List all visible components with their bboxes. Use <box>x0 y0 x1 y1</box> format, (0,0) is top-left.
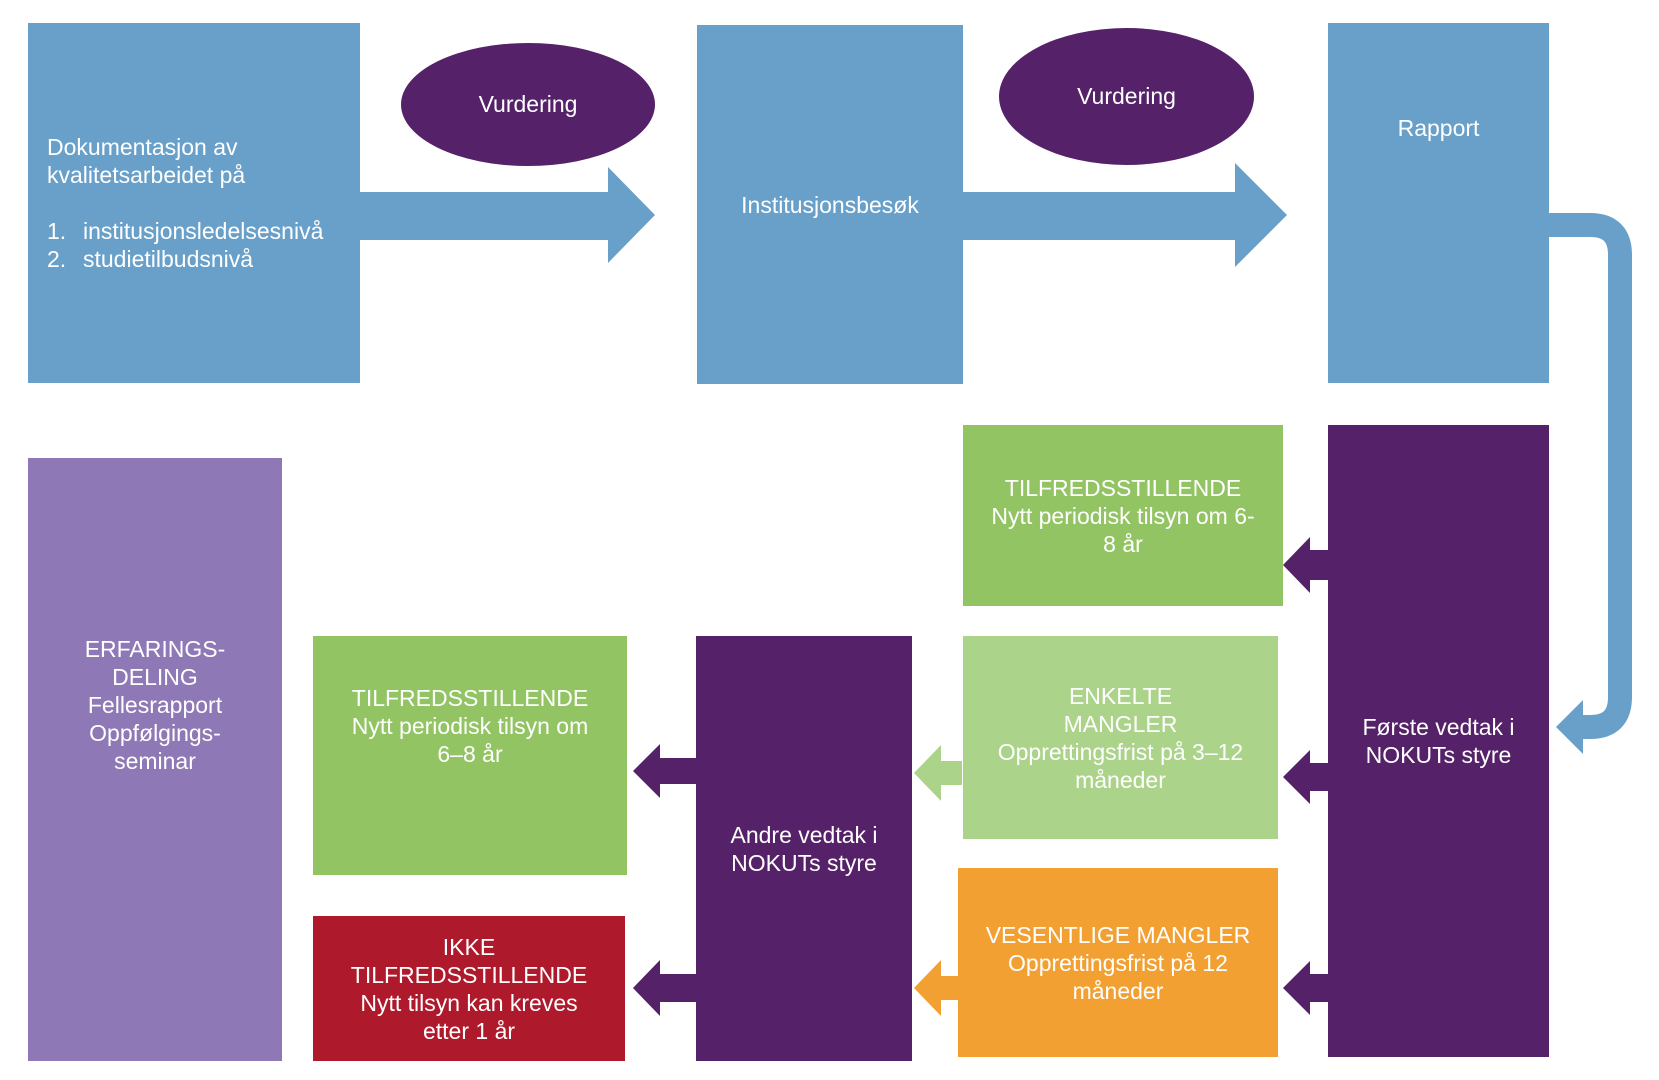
first-decision-line2: NOKUTs styre <box>1365 742 1512 768</box>
experience-line: seminar <box>114 747 196 774</box>
outcome-text: 8 år <box>1103 530 1143 557</box>
outcome-text: Nytt periodisk tilsyn om <box>351 712 589 739</box>
outcome-text: Nytt tilsyn kan kreves <box>360 989 578 1016</box>
documentation-line1: Dokumentasjon av <box>47 134 238 160</box>
outcome-title: TILFREDSSTILLENDE <box>1004 474 1242 501</box>
report-label: Rapport <box>1397 115 1480 141</box>
documentation-list-item: 2. studietilbudsnivå <box>47 245 323 273</box>
experience-line: DELING <box>112 663 198 690</box>
documentation-box: Dokumentasjon av kvalitetsarbeidet på 1.… <box>28 23 360 383</box>
list-item-number: 2. <box>47 246 67 272</box>
report-box: Rapport <box>1328 23 1549 383</box>
first-outcome-satisfactory: TILFREDSSTILLENDE Nytt periodisk tilsyn … <box>963 425 1283 606</box>
assessment-ellipse-1: Vurdering <box>401 43 655 166</box>
assessment-ellipse-2: Vurdering <box>999 28 1254 165</box>
documentation-line2: kvalitetsarbeidet på <box>47 162 246 188</box>
arrow-first-to-significant <box>1283 961 1328 1015</box>
arrow-report-to-first-decision-head <box>1556 700 1583 754</box>
outcome-title: IKKE <box>442 933 496 960</box>
experience-line: Fellesrapport <box>87 691 223 718</box>
first-outcome-significant-deficiencies: VESENTLIGE MANGLER Opprettingsfrist på 1… <box>958 868 1278 1057</box>
outcome-text: måneder <box>1075 766 1166 793</box>
arrow-second-to-not-satisfactory <box>633 960 696 1016</box>
list-item-text: studietilbudsnivå <box>83 246 254 272</box>
arrow-first-to-satisfactory <box>1283 537 1328 593</box>
first-outcome-some-deficiencies: ENKELTE MANGLER Opprettingsfrist på 3–12… <box>963 636 1278 839</box>
second-decision-line2: NOKUTs styre <box>731 849 877 876</box>
arrow-documentation-to-visit <box>360 167 655 263</box>
outcome-text: Opprettingsfrist på 3–12 <box>997 738 1244 765</box>
first-decision-line1: Første vedtak i <box>1362 714 1515 740</box>
outcome-text: måneder <box>1072 977 1164 1004</box>
arrow-visit-to-report <box>963 163 1287 267</box>
arrow-first-to-some-deficiencies <box>1283 750 1328 804</box>
documentation-list-item: 1. institusjonsledelsesnivå <box>47 217 323 245</box>
second-decision-line1: Andre vedtak i <box>730 821 878 848</box>
second-outcome-not-satisfactory: IKKE TILFREDSSTILLENDE Nytt tilsyn kan k… <box>313 916 625 1061</box>
outcome-text: 6–8 år <box>437 740 503 767</box>
experience-line: Oppfølgings- <box>89 719 221 746</box>
outcome-title: ENKELTE <box>1068 682 1173 709</box>
arrow-report-to-first-decision <box>1549 213 1632 739</box>
first-decision-box: Første vedtak i NOKUTs styre <box>1328 425 1549 1057</box>
experience-sharing-text: ERFARINGS- DELING Fellesrapport Oppfølgi… <box>85 635 226 775</box>
assessment-label-1: Vurdering <box>478 91 578 117</box>
institution-visit-box: Institusjonsbesøk <box>697 25 963 384</box>
outcome-title: MANGLER <box>1063 710 1178 737</box>
second-decision-box: Andre vedtak i NOKUTs styre <box>696 636 912 1061</box>
experience-sharing-box: ERFARINGS- DELING Fellesrapport Oppfølgi… <box>28 458 282 1061</box>
outcome-text: etter 1 år <box>422 1017 516 1044</box>
list-item-text: institusjonsledelsesnivå <box>83 218 324 244</box>
outcome-title: VESENTLIGE MANGLER <box>985 921 1251 948</box>
outcome-title: TILFREDSSTILLENDE <box>350 961 588 988</box>
institution-visit-label: Institusjonsbesøk <box>741 191 919 218</box>
arrow-second-to-satisfactory <box>633 744 696 798</box>
assessment-label-2: Vurdering <box>1077 83 1176 109</box>
outcome-text: Nytt periodisk tilsyn om 6- <box>991 502 1255 529</box>
arrow-significant-to-second <box>914 960 958 1016</box>
experience-line: ERFARINGS- <box>84 635 226 662</box>
outcome-title: TILFREDSSTILLENDE <box>351 684 589 711</box>
arrow-some-deficiencies-to-second <box>914 745 962 801</box>
list-item-number: 1. <box>47 218 67 244</box>
second-outcome-satisfactory: TILFREDSSTILLENDE Nytt periodisk tilsyn … <box>313 636 627 875</box>
documentation-list: 1. institusjonsledelsesnivå 2. studietil… <box>47 217 323 273</box>
outcome-text: Opprettingsfrist på 12 <box>1008 949 1228 976</box>
